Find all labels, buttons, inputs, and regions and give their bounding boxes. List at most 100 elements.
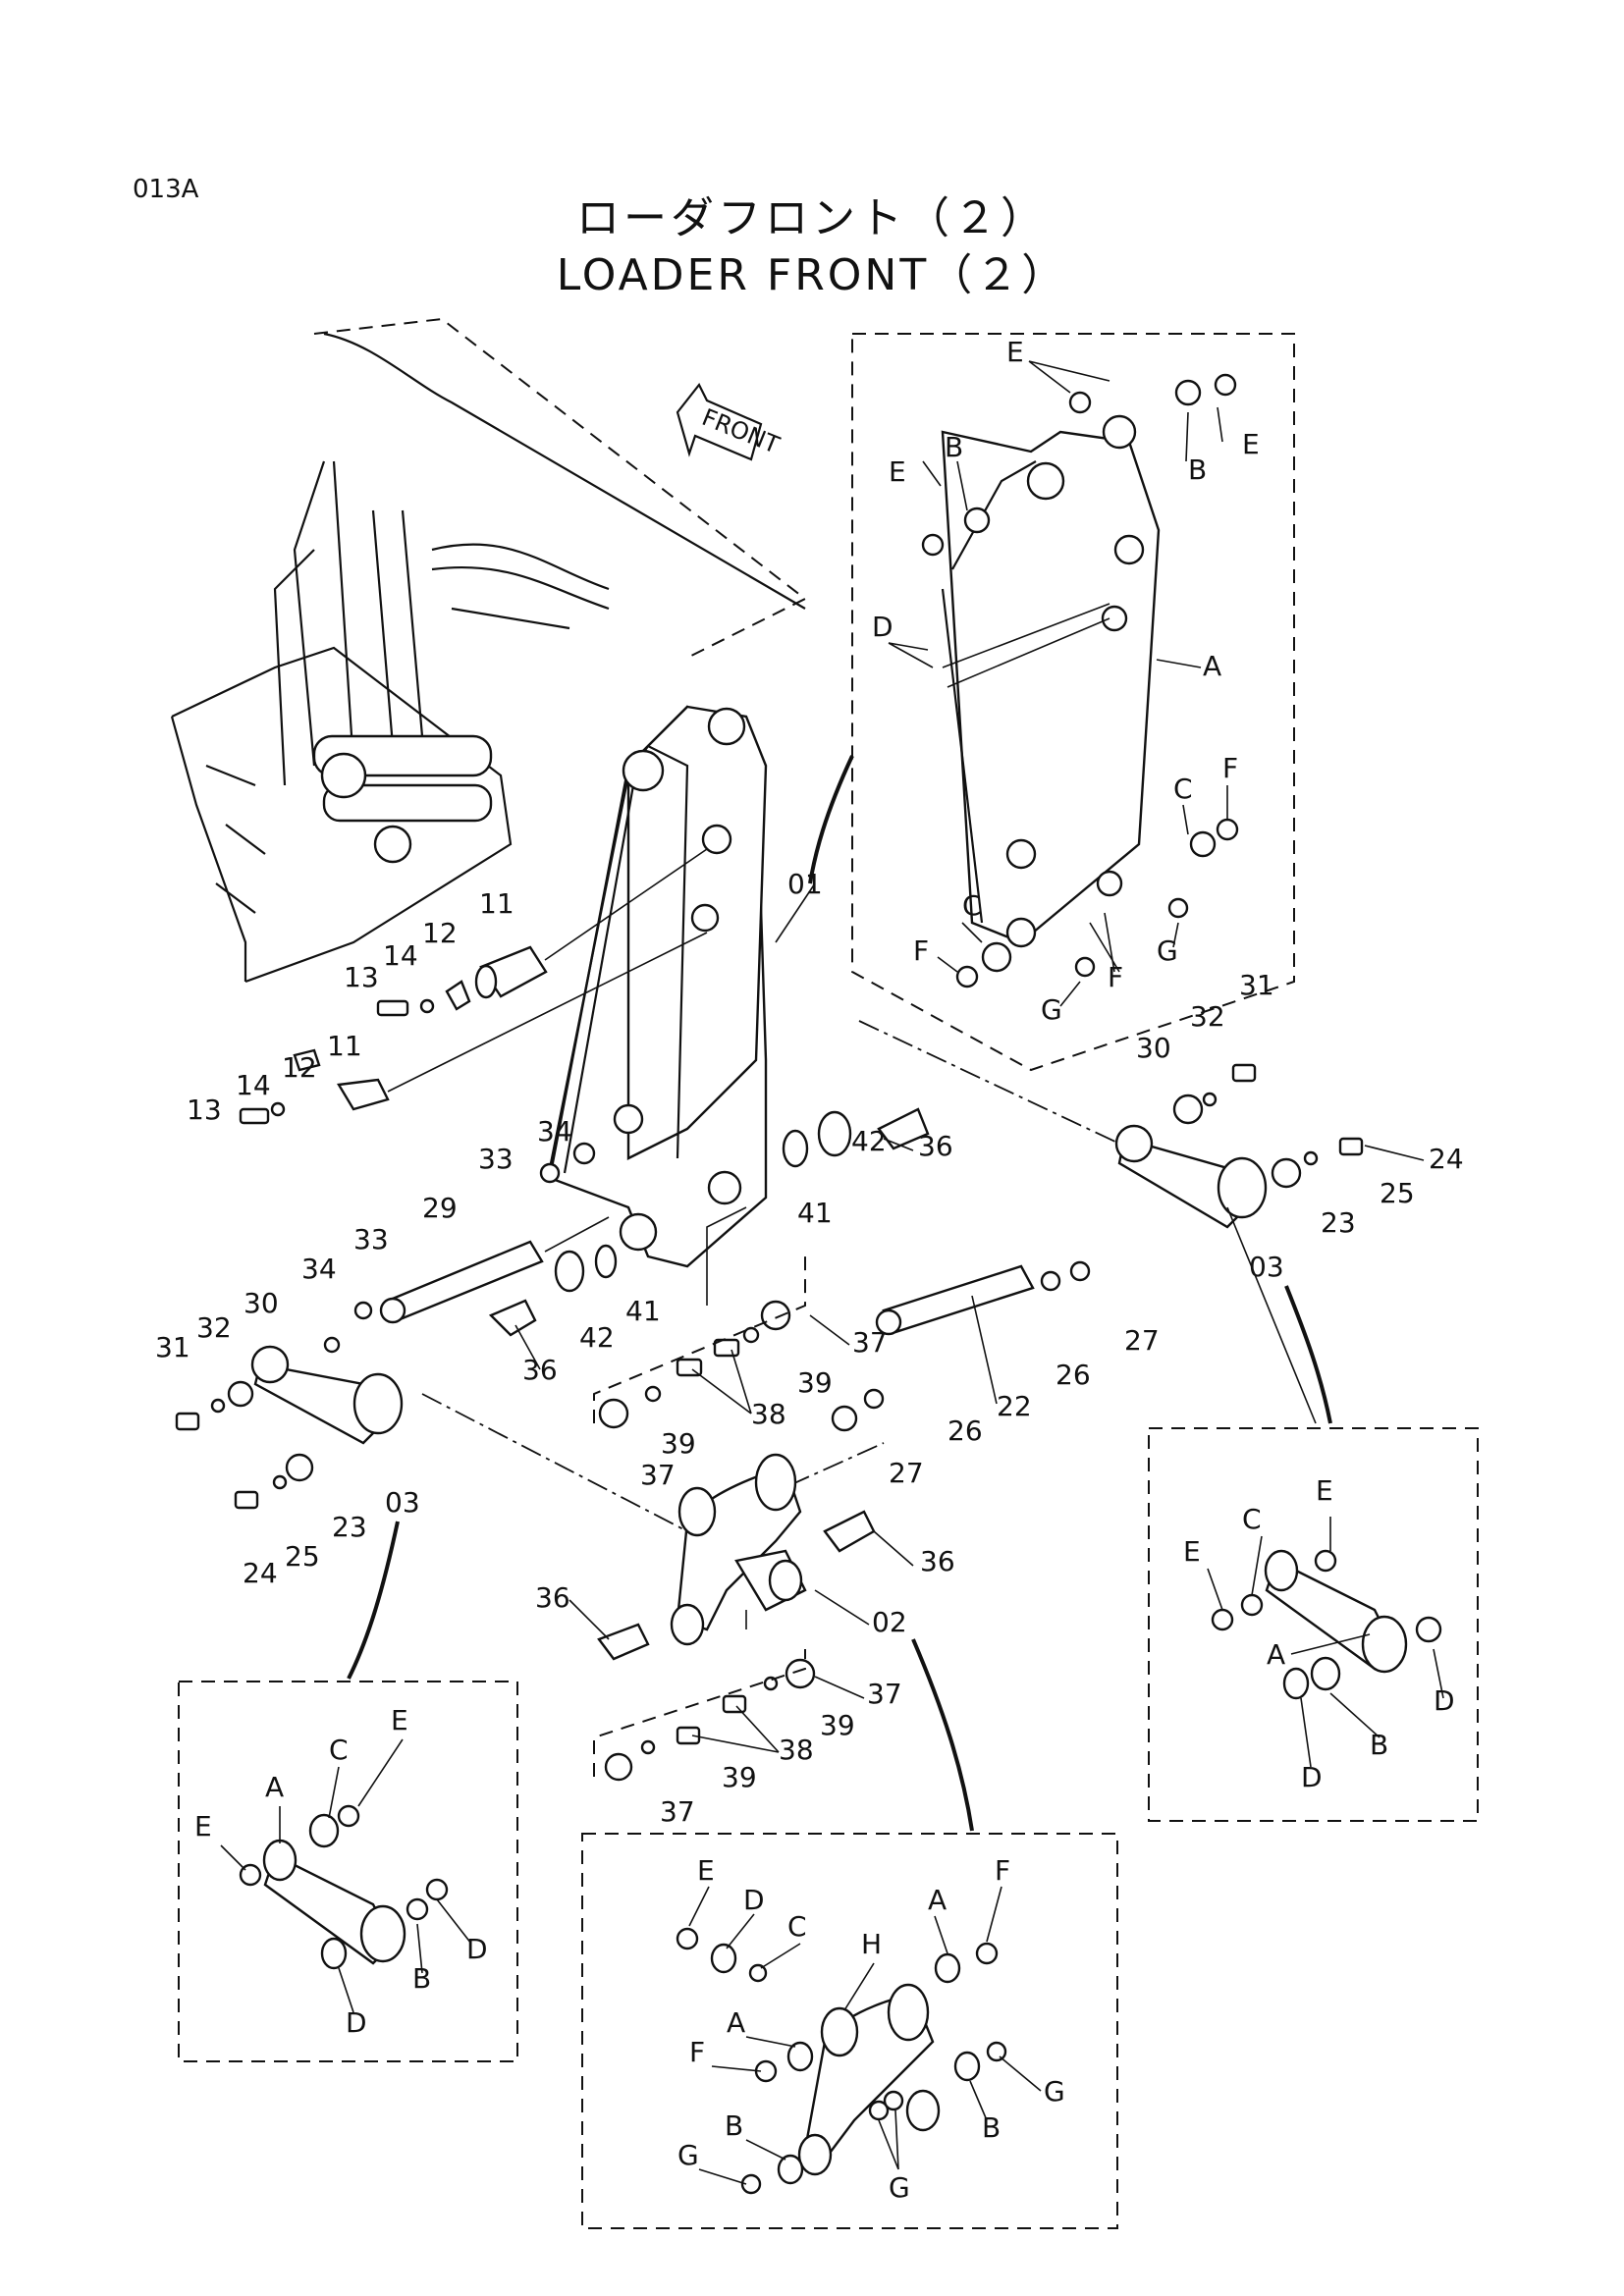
label-32: 32 (196, 1311, 232, 1344)
boom-letter-g: G (1041, 993, 1062, 1026)
link-left-detail-illustration (239, 1804, 449, 1970)
boom-letter-e: E (1242, 428, 1260, 460)
link-left-letter-b: B (412, 1962, 431, 1995)
lever-letter-a: A (928, 1884, 947, 1916)
lever-letter-e: E (697, 1854, 715, 1887)
link-left-letter-a: A (265, 1771, 284, 1803)
label-14: 14 (236, 1069, 271, 1101)
left-link-assembly (175, 1345, 885, 1532)
label-42: 42 (851, 1125, 887, 1157)
lever-detail-box (581, 1833, 1118, 2229)
label-30: 30 (244, 1287, 279, 1319)
label-31: 31 (1239, 969, 1274, 1001)
label-24: 24 (243, 1557, 278, 1589)
boom-detail-leader (808, 755, 854, 884)
label-39: 39 (722, 1761, 757, 1793)
boom-letter-c: C (962, 889, 982, 922)
label-26: 26 (1056, 1359, 1091, 1391)
lever-letter-g: G (1044, 2075, 1065, 2108)
bellcrank-assembly (593, 1453, 876, 1782)
boom-detail-letters: E E E B B D A C C F F F G G (872, 336, 1260, 1026)
label-24: 24 (1429, 1143, 1464, 1175)
link-right-leader (1284, 1285, 1332, 1424)
lever-detail-illustration (676, 1927, 1007, 2195)
label-26: 26 (947, 1415, 983, 1447)
label-23: 23 (332, 1511, 367, 1543)
label-01: 01 (787, 868, 823, 900)
label-33: 33 (353, 1223, 389, 1255)
link-left-letter-d: D (466, 1933, 488, 1965)
label-33: 33 (478, 1143, 514, 1175)
front-arrow-icon: FRONT (676, 382, 784, 461)
lever-letter-g: G (889, 2171, 910, 2204)
lever-letter-a: A (727, 2006, 745, 2039)
link-right-detail-letters: E C E A D B D (1183, 1474, 1455, 1793)
label-42: 42 (579, 1321, 615, 1354)
link-right-letter-e: E (1316, 1474, 1333, 1507)
machine-body-illustration (170, 317, 807, 984)
title-japanese: ローダフロント（２） (576, 193, 1048, 243)
label-25: 25 (1380, 1177, 1415, 1209)
label-38: 38 (751, 1398, 786, 1430)
lever-letter-b: B (725, 2109, 743, 2142)
label-34: 34 (537, 1115, 572, 1148)
label-36: 36 (918, 1130, 953, 1162)
label-13: 13 (187, 1094, 222, 1126)
label-39: 39 (820, 1709, 855, 1741)
page-code: 013A (133, 175, 199, 204)
lever-letter-h: H (861, 1928, 882, 1960)
label-32: 32 (1190, 1000, 1225, 1033)
link-right-letter-c: C (1242, 1503, 1262, 1535)
label-27: 27 (889, 1457, 924, 1489)
right-link-assembly (858, 1020, 1364, 1424)
loader-boom (548, 705, 768, 1268)
link-right-letter-b: B (1370, 1729, 1388, 1761)
label-37: 37 (640, 1459, 676, 1491)
label-39: 39 (797, 1366, 833, 1399)
label-34: 34 (301, 1253, 337, 1285)
link-left-letter-e: E (194, 1810, 212, 1842)
boom-letter-g: G (1157, 934, 1178, 967)
center-shaft-parts (323, 1107, 1091, 1432)
boom-detail-illustration (921, 373, 1239, 988)
label-03: 03 (1249, 1251, 1284, 1283)
link-left-detail-box (178, 1681, 518, 2062)
label-36: 36 (920, 1545, 955, 1577)
label-12: 12 (282, 1051, 317, 1084)
label-22: 22 (997, 1390, 1032, 1422)
boom-letter-f: F (913, 934, 929, 967)
link-left-detail-letters: E C A E D B D (194, 1704, 488, 2039)
label-11: 11 (479, 887, 514, 920)
reference-labels: 01 02 03 03 11 11 12 12 13 13 14 14 22 2… (155, 868, 1464, 1828)
boom-letter-c: C (1173, 773, 1193, 805)
link-right-letter-d: D (1301, 1761, 1323, 1793)
lever-letter-g: G (677, 2139, 699, 2171)
label-36: 36 (535, 1581, 570, 1614)
label-11: 11 (327, 1030, 362, 1062)
lever-letter-c: C (787, 1910, 807, 1943)
title-english: LOADER FRONT（２） (556, 250, 1068, 300)
label-41: 41 (797, 1197, 833, 1229)
label-25: 25 (285, 1540, 320, 1573)
lever-leader (911, 1638, 974, 1832)
label-31: 31 (155, 1331, 190, 1363)
link-right-letter-a: A (1267, 1638, 1285, 1671)
link-right-detail-illustration (1211, 1549, 1442, 1700)
link-right-detail-box (1148, 1427, 1479, 1822)
boom-pin-assembly (239, 848, 708, 1125)
label-29: 29 (422, 1192, 458, 1224)
link-left-letter-e: E (391, 1704, 408, 1736)
lever-detail-letters: E D C H A F A F G B B G G (677, 1854, 1065, 2204)
link-right-letter-d: D (1434, 1684, 1455, 1717)
label-03: 03 (385, 1486, 420, 1519)
label-14: 14 (383, 939, 418, 972)
label-36: 36 (522, 1354, 558, 1386)
link-left-leader (347, 1521, 400, 1680)
boom-letter-b: B (945, 431, 963, 463)
lever-letter-f: F (689, 2036, 705, 2068)
label-27: 27 (1124, 1324, 1160, 1357)
link-left-letter-c: C (329, 1734, 349, 1766)
label-02: 02 (872, 1606, 907, 1638)
boom-letter-f: F (1108, 961, 1123, 993)
front-arrow-label: FRONT (698, 403, 784, 459)
